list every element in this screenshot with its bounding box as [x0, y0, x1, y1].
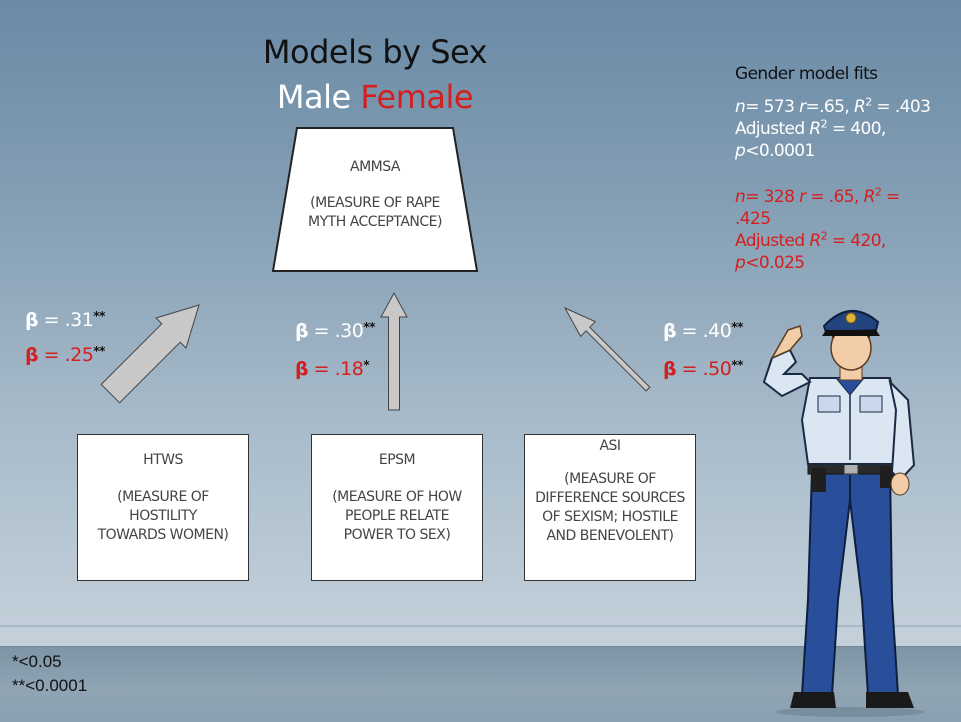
beta-asi-female: β = .50** — [663, 358, 743, 380]
predictor-desc: (MEASURE OF HOSTILITY TOWARDS WOMEN) — [97, 489, 229, 543]
outcome-name: AMMSA — [350, 159, 400, 175]
predictor-epsm: EPSM (MEASURE OF HOW PEOPLE RELATE POWER… — [311, 434, 483, 581]
slide-subtitle: Male Female — [0, 78, 750, 116]
epsm-arrow — [380, 291, 408, 411]
slide-title: Models by Sex — [262, 33, 488, 71]
predictor-name: HTWS — [143, 452, 183, 468]
beta-asi-male: β = .40** — [663, 320, 743, 342]
beta-epsm-male: β = .30** — [295, 320, 375, 342]
outcome-trapezoid — [271, 127, 479, 272]
predictor-name: EPSM — [378, 452, 416, 468]
police-officer-illustration — [762, 309, 925, 717]
htws-arrow — [100, 304, 200, 404]
beta-epsm-female: β = .18* — [295, 358, 370, 380]
predictor-desc: (MEASURE OF HOW PEOPLE RELATE POWER TO S… — [332, 489, 462, 543]
predictor-htws: HTWS (MEASURE OF HOSTILITY TOWARDS WOMEN… — [77, 434, 249, 581]
female-label: Female — [360, 78, 474, 116]
fits-heading: Gender model fits — [735, 64, 878, 84]
predictor-desc: (MEASURE OF DIFFERENCE SOURCES OF SEXISM… — [535, 471, 685, 544]
outcome-desc: (MEASURE OF RAPE MYTH ACCEPTANCE) — [308, 195, 442, 230]
outcome-label: AMMSA (MEASURE OF RAPE MYTH ACCEPTANCE) — [300, 158, 450, 232]
floor-line — [0, 625, 961, 627]
note-2: **<0.0001 — [12, 676, 88, 695]
beta-htws-female: β = .25** — [25, 344, 105, 366]
beta-htws-male: β = .31** — [25, 309, 105, 331]
predictor-asi: ASI (MEASURE OF DIFFERENCE SOURCES OF SE… — [524, 434, 696, 581]
note-1: *<0.05 — [12, 652, 62, 671]
fits-female: n= 328 r = .65, R2 = .425 Adjusted R2 = … — [735, 185, 900, 273]
significance-notes: *<0.05 **<0.0001 — [12, 650, 87, 698]
fits-male: n= 573 r=.65, R2 = .403 Adjusted R2 = 40… — [735, 95, 931, 161]
predictor-name: ASI — [599, 438, 621, 454]
male-label: Male — [276, 78, 351, 116]
asi-arrow — [563, 306, 651, 392]
